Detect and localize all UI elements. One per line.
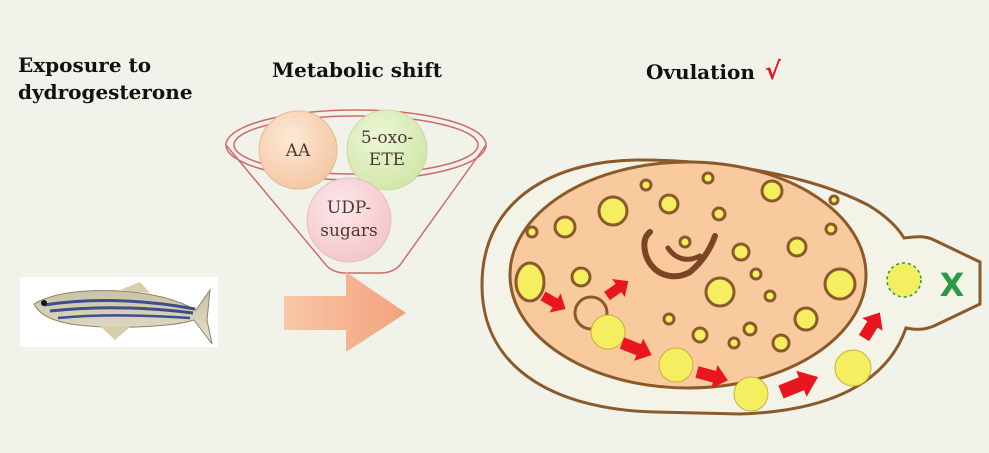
exposure-label: Exposure to dydrogesterone xyxy=(18,52,208,106)
aa-circle xyxy=(258,110,338,190)
exposure-label-line1: Exposure to xyxy=(18,53,152,77)
metabolic-funnel: AA 5-oxo- ETE UDP- sugars xyxy=(225,109,487,274)
ovulation-label: Ovulation xyxy=(646,60,755,84)
red-arrow-icon xyxy=(604,278,629,301)
exposure-label-line2: dydrogesterone xyxy=(18,80,193,104)
udp-text-line1: UDP- xyxy=(327,198,371,218)
5-oxo-text-line2: ETE xyxy=(369,150,405,170)
ovulation-heading: Ovulation √ xyxy=(646,58,781,86)
udp-sugars-circle xyxy=(306,177,392,263)
zebrafish-image xyxy=(20,277,218,347)
ovarian-tissue-curl xyxy=(641,229,718,280)
treatment-arrow-icon xyxy=(284,272,406,352)
udp-text-line2: sugars xyxy=(320,221,378,241)
red-arrow-icon xyxy=(695,365,728,389)
oocytes xyxy=(514,171,857,353)
aa-text: AA xyxy=(285,141,311,161)
red-arrow-icon xyxy=(619,337,652,361)
5-oxo-text-line1: 5-oxo- xyxy=(361,128,413,148)
ovulation-path-arrows xyxy=(540,278,883,399)
metabolic-shift-label: Metabolic shift xyxy=(272,58,442,82)
blocked-x-icon: X xyxy=(940,266,965,304)
ovulating-oocytes xyxy=(573,262,922,412)
5-oxo-ete-circle xyxy=(346,109,428,191)
red-arrow-icon xyxy=(778,370,819,399)
red-arrow-icon xyxy=(540,291,566,313)
check-mark-icon: √ xyxy=(764,57,781,85)
red-arrow-icon xyxy=(858,312,883,342)
